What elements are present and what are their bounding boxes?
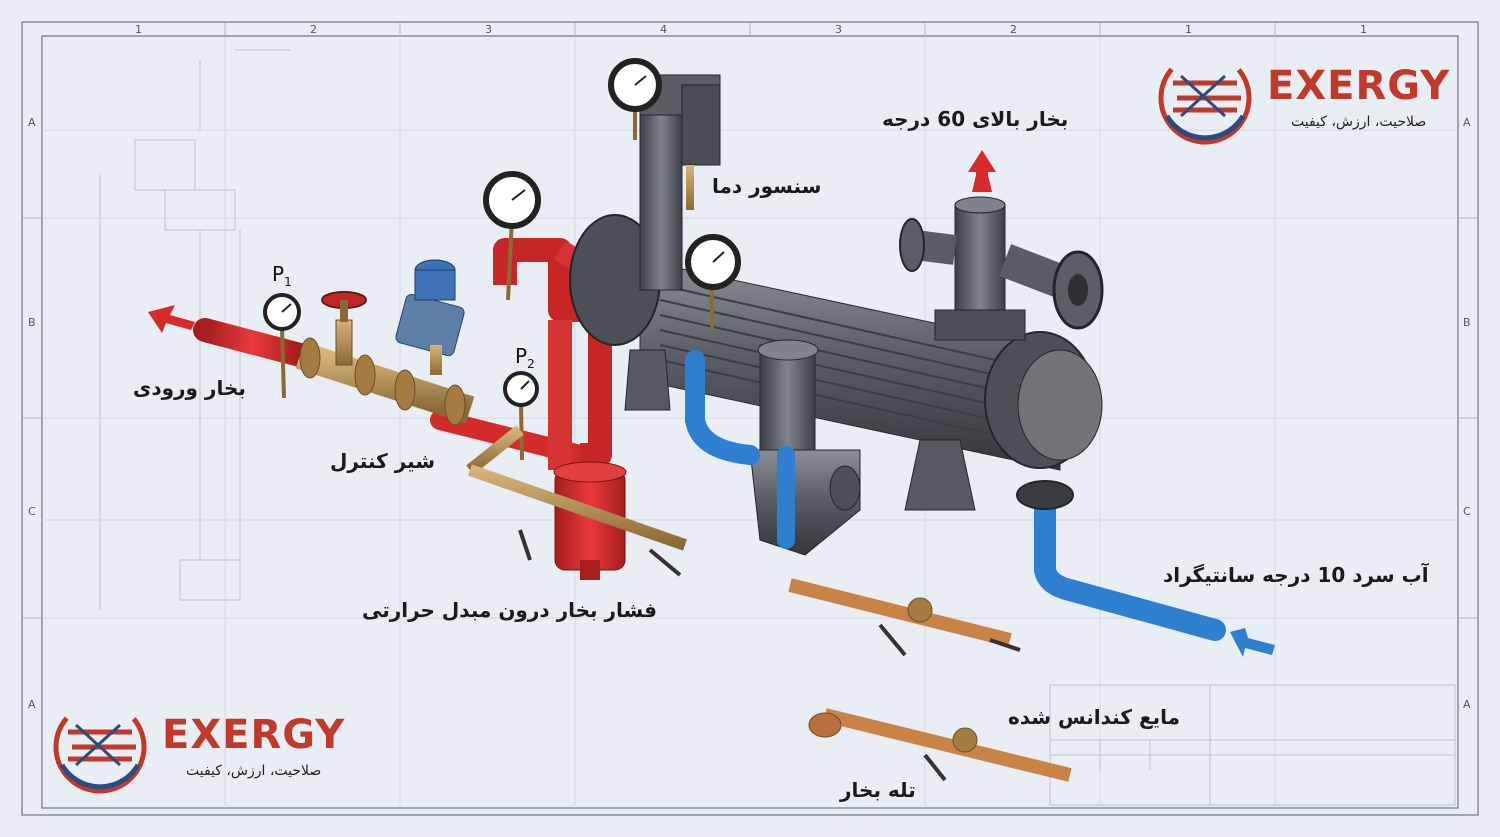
brand-name: EXERGY xyxy=(162,712,346,758)
frame-number: 2 xyxy=(310,23,317,36)
steam-strainer xyxy=(553,461,627,580)
label-cold-water: آب سرد 10 درجه سانتیگراد xyxy=(1163,563,1429,587)
pressure-gauge-p2-icon xyxy=(503,371,539,461)
blueprint-frame xyxy=(21,21,1479,816)
label-control-valve: شیر کنترل xyxy=(330,449,435,473)
frame-number: 3 xyxy=(485,23,492,36)
control-valve-assembly xyxy=(295,259,475,426)
frame-letter: A xyxy=(28,698,36,711)
heat-exchanger-shell xyxy=(569,214,1103,511)
label-p2: P2 xyxy=(515,344,535,371)
frame-number: 1 xyxy=(1185,23,1192,36)
frame-letter: C xyxy=(1463,505,1471,518)
bypass-line xyxy=(466,425,687,577)
label-p1: P1 xyxy=(272,262,292,289)
steam-outlet xyxy=(899,196,1104,341)
frame-number: 4 xyxy=(660,23,667,36)
pressure-gauge-top-icon xyxy=(608,58,662,140)
frame-letter: A xyxy=(28,116,36,129)
brand-tagline: صلاحیت، ارزش، کیفیت xyxy=(1290,114,1427,130)
brand-name: EXERGY xyxy=(1267,63,1451,109)
pressure-gauge-p1-icon xyxy=(263,293,301,399)
brand-tagline: صلاحیت، ارزش، کیفیت xyxy=(185,763,322,779)
label-steam-out: بخار بالای 60 درجه xyxy=(882,107,1069,131)
condensate-piping xyxy=(773,550,1072,782)
label-inlet-steam: بخار ورودی xyxy=(133,376,246,400)
frame-number: 1 xyxy=(1360,23,1367,36)
water-pipes xyxy=(685,350,1226,641)
label-steam-pressure: فشار بخار درون مبدل حرارتی xyxy=(362,598,657,622)
frame-letter: B xyxy=(28,316,36,329)
label-temp-sensor: سنسور دما xyxy=(712,174,822,198)
frame-letter: A xyxy=(1463,698,1471,711)
temperature-sensor xyxy=(686,165,694,210)
frame-number: 1 xyxy=(135,23,142,36)
exergy-logo-icon xyxy=(53,700,147,794)
exergy-logo-icon xyxy=(1158,51,1252,145)
frame-letter: A xyxy=(1463,116,1471,129)
logo-bottom: EXERGY صلاحیت، ارزش، کیفیت xyxy=(50,697,345,797)
label-steam-trap: تله بخار xyxy=(840,778,916,802)
frame-number: 3 xyxy=(835,23,842,36)
sensor-column xyxy=(639,74,721,291)
frame-letter: C xyxy=(28,505,36,518)
logo-top: EXERGY صلاحیت، ارزش، کیفیت xyxy=(1155,48,1450,148)
pressure-gauge-column-icon xyxy=(685,234,741,330)
flow-arrow-icon xyxy=(148,150,1275,657)
frame-number: 2 xyxy=(1010,23,1017,36)
frame-letter: B xyxy=(1463,316,1471,329)
label-condensate: مایع کندانس شده xyxy=(1008,705,1181,729)
pressure-gauge-loop-icon xyxy=(483,171,541,301)
